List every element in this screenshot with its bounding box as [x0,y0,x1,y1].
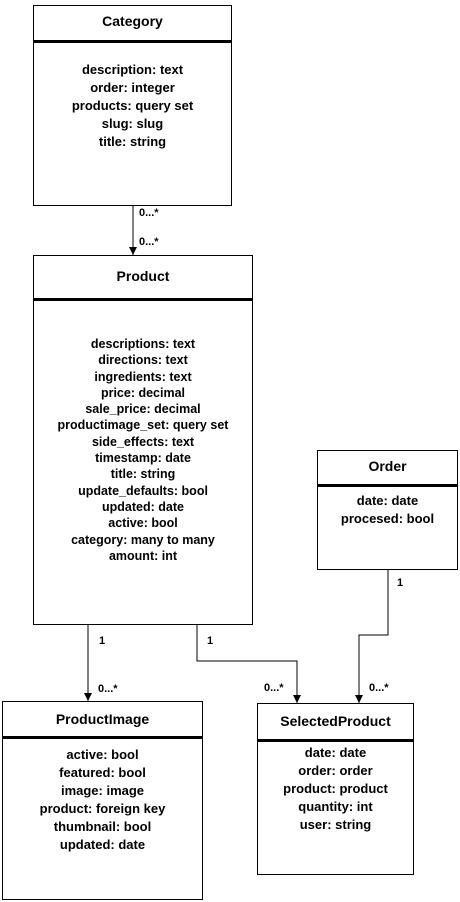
attribute: procesed: bool [340,511,435,526]
order-entity: Order date: date procesed: bool [317,450,458,570]
product-selectedproduct-source-multiplicity: 1 [207,635,214,647]
product-productimage-source-multiplicity: 1 [99,635,106,647]
product-selectedproduct-target-multiplicity: 0...* [264,682,284,694]
order-selectedproduct-source-multiplicity: 1 [397,577,404,589]
attribute: descriptions: text [90,337,196,351]
attribute: products: query set [71,98,194,113]
attribute: update_defaults: bool [78,483,208,498]
attribute: price: decimal [100,385,186,400]
category-product-target-multiplicity: 0...* [139,236,159,248]
attribute: timestamp: date [95,451,191,466]
order-attributes: date: date procesed: bool [318,492,457,528]
attribute: side_effects: text [91,434,195,449]
attribute: image: image [60,783,145,798]
title-separator [3,736,202,739]
category-product-source-multiplicity: 0...* [139,207,159,219]
title-separator [34,40,231,43]
attribute: order: integer [90,80,175,95]
attribute: active: bool [66,747,139,762]
attribute: slug: slug [101,116,164,131]
title-separator [34,298,252,301]
attribute: quantity: int [298,799,373,814]
attribute: productimage_set: query set [57,418,229,433]
productimage-entity: ProductImage active: bool featured: bool… [2,701,203,900]
attribute: directions: text [98,353,188,368]
attribute: amount: int [108,548,178,563]
title-separator [318,484,457,487]
attribute: user: string [299,817,372,832]
selectedproduct-entity: SelectedProduct date: date order: order … [257,703,414,875]
attribute: featured: bool [59,765,146,780]
title-separator [258,739,413,742]
product-entity: Product descriptions: text directions: t… [33,255,253,625]
product-productimage-target-multiplicity: 0...* [98,683,118,695]
selectedproduct-title: SelectedProduct [280,713,391,729]
attribute: date: date [356,493,419,508]
attribute: product: product [283,781,388,796]
attribute: order: order [298,763,373,778]
attribute: ingredients: text [94,369,192,384]
order-selectedproduct-target-multiplicity: 0...* [369,682,389,694]
attribute: category: many to many [71,532,215,547]
order-selectedproduct-line [355,570,389,703]
selectedproduct-attributes: date: date order: order product: product… [258,744,413,834]
attribute: updated: date [102,499,184,514]
category-attributes: description: text order: integer product… [34,61,231,151]
attribute: active: bool [108,516,178,531]
attribute: product: foreign key [39,801,166,816]
product-attributes: descriptions: text directions: text ingr… [34,336,252,564]
attribute: sale_price: decimal [85,402,201,417]
category-title: Category [102,13,163,29]
productimage-title: ProductImage [55,711,150,727]
attribute: updated: date [59,837,146,852]
category-entity: Category description: text order: intege… [33,5,232,206]
attribute: date: date [304,745,367,760]
order-title: Order [368,458,407,474]
productimage-attributes: active: bool featured: bool image: image… [3,746,202,854]
attribute: thumbnail: bool [53,819,152,834]
product-title: Product [116,268,170,284]
attribute: title: string [110,467,176,482]
product-selectedproduct-line [196,625,301,703]
attribute: description: text [81,62,184,77]
attribute: title: string [98,134,167,149]
